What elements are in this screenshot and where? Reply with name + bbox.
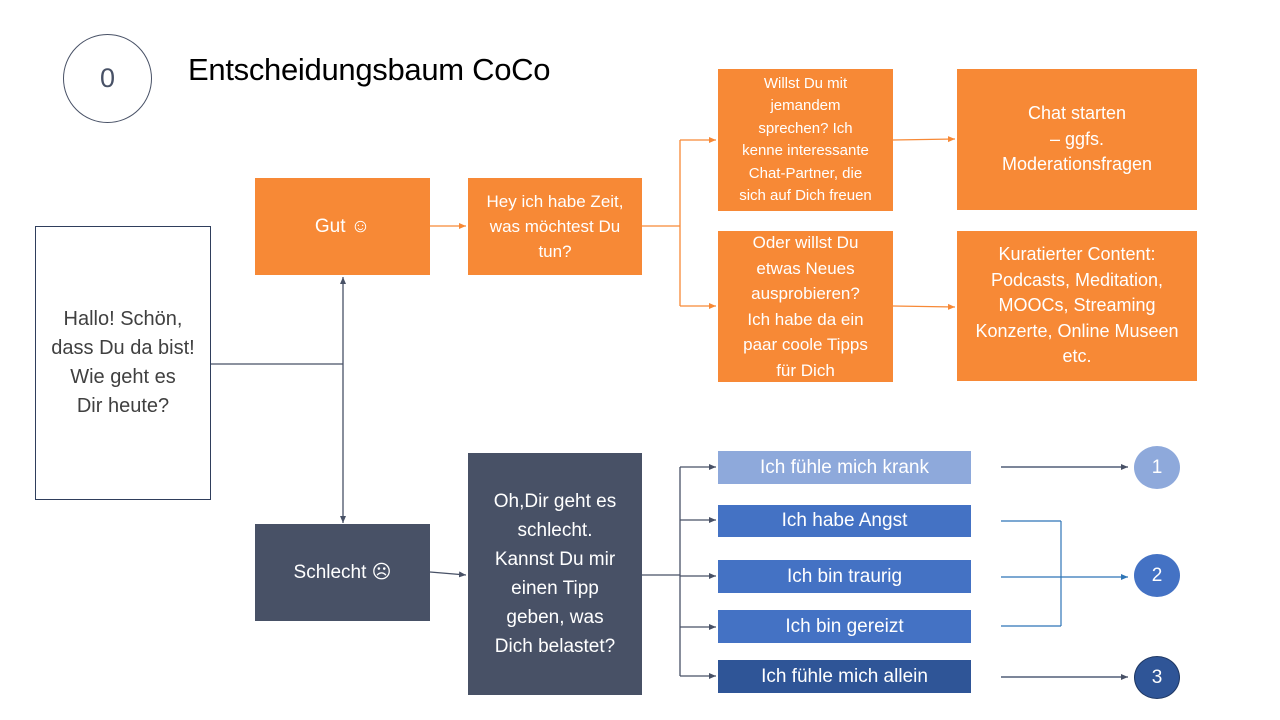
good-time-node: Hey ich habe Zeit, was möchtest Du tun? xyxy=(468,178,642,275)
slide-title: Entscheidungsbaum CoCo xyxy=(188,52,551,87)
feeling-lonely-node: Ich fühle mich allein xyxy=(718,660,971,693)
feeling-sad-node: Ich bin traurig xyxy=(718,560,971,593)
outcome-3-label: 3 xyxy=(1151,666,1163,688)
outcome-3-circle: 3 xyxy=(1134,656,1180,699)
slide-number: 0 xyxy=(99,63,116,93)
feeling-fear-label: Ich habe Angst xyxy=(781,510,908,531)
good-label: Gut ☺ xyxy=(314,215,371,237)
outcome-2-label: 2 xyxy=(1151,564,1163,586)
connector-talk-chat xyxy=(892,136,956,143)
connector-group-outcome xyxy=(1001,520,1128,627)
outcome-2-circle: 2 xyxy=(1134,554,1180,597)
connector-bad-question xyxy=(429,571,467,578)
connector-time-questions xyxy=(642,137,716,309)
feeling-sad-label: Ich bin traurig xyxy=(786,565,903,587)
feeling-ill-node: Ich fühle mich krank xyxy=(718,451,971,484)
start-greeting-box: Hallo! Schön, dass Du da bist! Wie geht … xyxy=(35,226,211,500)
good-time-text: Hey ich habe Zeit, was möchtest Du tun? xyxy=(486,192,624,261)
bad-question-node: Oh,Dir geht es schlecht. Kannst Du mir e… xyxy=(468,453,642,695)
try-new-question-node: Oder willst Du etwas Neues ausprobieren?… xyxy=(718,231,893,382)
feeling-ill-label: Ich fühle mich krank xyxy=(760,456,929,478)
bad-label: Schlecht ☹ xyxy=(293,562,392,583)
outcome-1-label: 1 xyxy=(1151,456,1163,478)
feeling-irritated-label: Ich bin gereizt xyxy=(785,615,904,637)
talk-question-node: Willst Du mit jemandem sprechen? Ich ken… xyxy=(718,69,893,211)
feeling-fear-node: Ich habe Angst xyxy=(718,505,971,537)
slide-number-badge: 0 xyxy=(63,34,152,123)
bad-question-text: Oh,Dir geht es schlecht. Kannst Du mir e… xyxy=(493,491,617,657)
good-node: Gut ☺ xyxy=(255,178,430,275)
chat-start-text: Chat starten – ggfs. Moderationsfragen xyxy=(1001,103,1153,175)
feeling-irritated-node: Ich bin gereizt xyxy=(718,610,971,643)
curated-content-text: Kuratierter Content: Podcasts, Meditatio… xyxy=(975,244,1179,367)
connector-question-feelings xyxy=(642,464,716,679)
talk-question-text: Willst Du mit jemandem sprechen? Ich ken… xyxy=(739,74,872,205)
outcome-1-circle: 1 xyxy=(1134,446,1180,489)
connector-new-content xyxy=(892,303,956,310)
feeling-lonely-label: Ich fühle mich allein xyxy=(761,665,928,687)
bad-node: Schlecht ☹ xyxy=(255,524,430,621)
start-greeting-text: Hallo! Schön, dass Du da bist! Wie geht … xyxy=(51,308,195,417)
curated-content-node: Kuratierter Content: Podcasts, Meditatio… xyxy=(957,231,1197,381)
try-new-question-text: Oder willst Du etwas Neues ausprobieren?… xyxy=(743,233,868,380)
chat-start-node: Chat starten – ggfs. Moderationsfragen xyxy=(957,69,1197,210)
connector-start-split xyxy=(211,277,346,523)
